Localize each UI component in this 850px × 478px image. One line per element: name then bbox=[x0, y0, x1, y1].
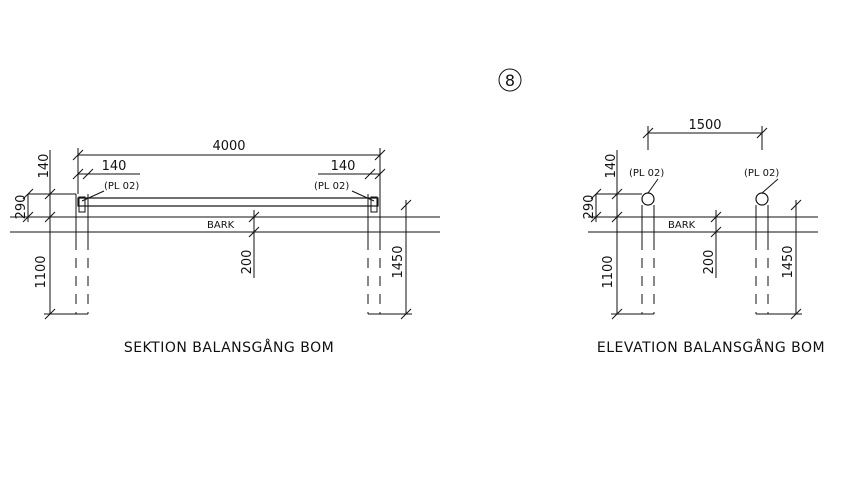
section-beam bbox=[77, 197, 379, 207]
drawing-number-marker: 8 bbox=[498, 68, 522, 92]
elevation-left-plate-label: (PL 02) bbox=[629, 168, 664, 179]
section-dim-total: 1450 bbox=[391, 245, 406, 278]
section-dim-beam: 290 bbox=[14, 195, 29, 220]
section-dim-bark: 200 bbox=[240, 250, 255, 275]
elevation-post-spacing: 1500 bbox=[688, 118, 721, 133]
elevation-right-plate-label: (PL 02) bbox=[744, 168, 779, 179]
elevation-ground-label: BARK bbox=[668, 220, 696, 231]
section-right-offset: 140 bbox=[331, 159, 356, 174]
elevation-title: ELEVATION BALANSGÅNG BOM bbox=[597, 339, 825, 356]
elevation-dim-beam: 290 bbox=[582, 195, 597, 220]
section-view: 4000 140 140 (PL 02) (PL 02) BARK 140 29… bbox=[10, 139, 440, 356]
section-left-offset: 140 bbox=[102, 159, 127, 174]
section-title: SEKTION BALANSGÅNG BOM bbox=[124, 339, 334, 356]
section-right-plate-label: (PL 02) bbox=[314, 181, 349, 192]
section-dim-top: 140 bbox=[37, 154, 52, 179]
section-overall-length: 4000 bbox=[212, 139, 245, 154]
drawing-number-circle bbox=[498, 68, 522, 92]
section-dim-embed: 1100 bbox=[34, 255, 49, 288]
elevation-dim-top: 140 bbox=[604, 154, 619, 179]
elevation-dim-embed: 1100 bbox=[601, 255, 616, 288]
elevation-dim-bark: 200 bbox=[702, 250, 717, 275]
section-left-plate-label: (PL 02) bbox=[104, 181, 139, 192]
section-ground-label: BARK bbox=[207, 220, 235, 231]
elevation-right-beam-section bbox=[755, 192, 769, 206]
elevation-left-beam-section bbox=[641, 192, 655, 206]
section-left-plate bbox=[78, 196, 86, 213]
drawing-number: 8 bbox=[505, 71, 515, 90]
elevation-dim-total: 1450 bbox=[781, 245, 796, 278]
elevation-view: 1500 (PL 02) (PL 02) BARK 140 290 1100 2… bbox=[582, 118, 825, 356]
section-right-plate bbox=[370, 196, 378, 213]
